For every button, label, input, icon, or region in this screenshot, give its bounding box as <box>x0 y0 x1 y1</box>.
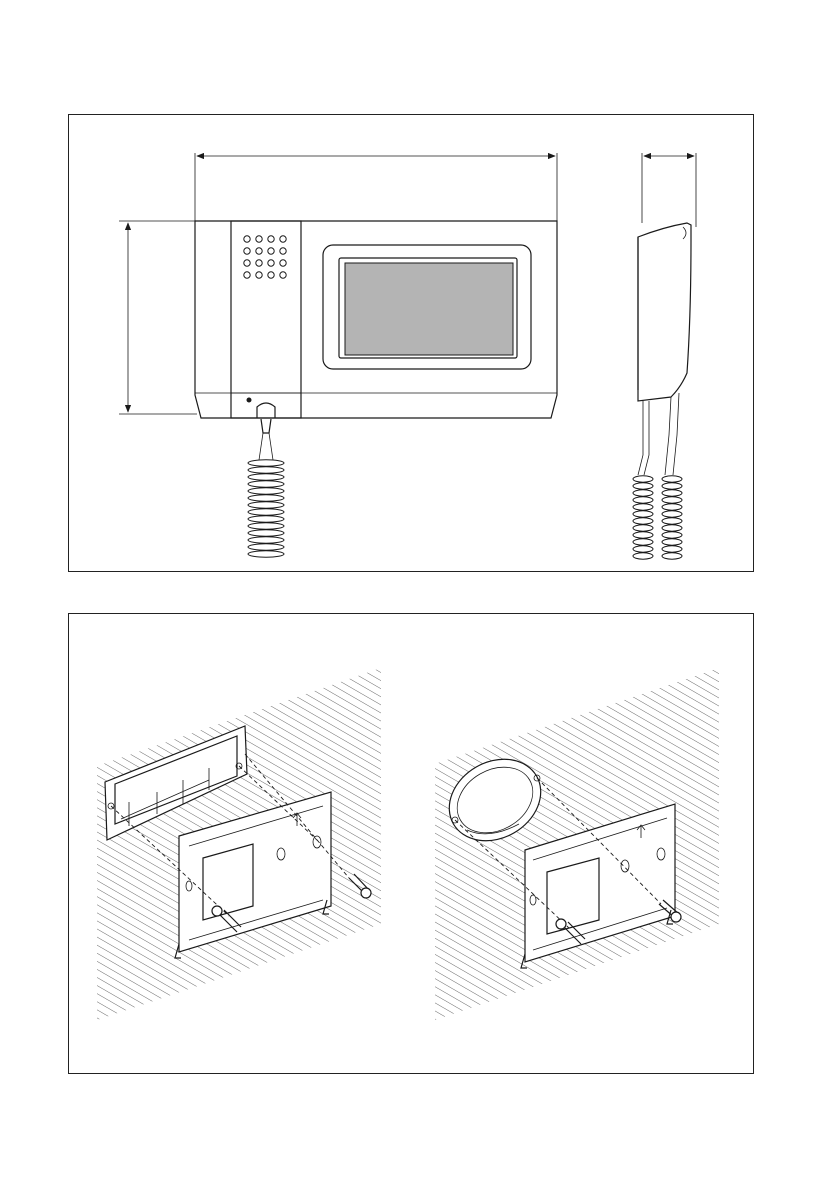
speaker-hole <box>280 272 286 278</box>
speaker-hole <box>268 248 274 254</box>
coil-loop <box>248 516 284 522</box>
coil-loop <box>662 504 682 510</box>
rectangular-box-scene <box>97 668 381 1020</box>
coil-loop <box>662 553 682 559</box>
coil-loop <box>633 511 653 517</box>
coil-loop <box>633 518 653 524</box>
coil-loop <box>248 495 284 501</box>
speaker-grille <box>244 236 286 278</box>
coil-loop <box>633 525 653 531</box>
height-dimension <box>119 221 197 414</box>
coil-loop <box>662 497 682 503</box>
coil-loop <box>633 532 653 538</box>
coiled-cord-right <box>662 476 682 559</box>
coil-loop <box>248 544 284 550</box>
speaker-hole <box>244 260 250 266</box>
coil-loop <box>662 525 682 531</box>
coil-loop <box>248 488 284 494</box>
speaker-hole <box>268 260 274 266</box>
coil-loop <box>662 518 682 524</box>
coil-loop <box>248 530 284 536</box>
coil-loop <box>633 497 653 503</box>
speaker-hole <box>268 236 274 242</box>
depth-dimension <box>642 153 696 227</box>
coiled-cord <box>248 460 284 557</box>
coil-loop <box>662 532 682 538</box>
speaker-hole <box>280 260 286 266</box>
coil-loop <box>662 539 682 545</box>
coiled-cord-left <box>633 476 653 559</box>
coil-loop <box>248 481 284 487</box>
speaker-hole <box>244 272 250 278</box>
coil-loop <box>662 546 682 552</box>
speaker-hole <box>280 236 286 242</box>
coil-loop <box>248 467 284 473</box>
speaker-hole <box>256 272 262 278</box>
coil-loop <box>633 504 653 510</box>
device-side-view <box>633 223 691 559</box>
device-front-view <box>195 221 557 557</box>
coil-loop <box>248 460 284 466</box>
coil-loop <box>633 546 653 552</box>
coil-loop <box>662 476 682 482</box>
coil-loop <box>248 523 284 529</box>
coil-loop <box>633 539 653 545</box>
handset <box>231 221 301 418</box>
device-dimensions-panel <box>68 114 754 572</box>
speaker-hole <box>256 236 262 242</box>
wall-mounting-drawing <box>69 614 753 1073</box>
coil-loop <box>248 509 284 515</box>
coil-loop <box>248 537 284 543</box>
coil-loop <box>248 502 284 508</box>
speaker-hole <box>268 272 274 278</box>
coil-loop <box>248 474 284 480</box>
speaker-hole <box>256 248 262 254</box>
speaker-hole <box>244 236 250 242</box>
round-box-scene <box>434 668 719 1020</box>
wall-mounting-panel <box>68 613 754 1074</box>
coil-loop <box>633 476 653 482</box>
coil-loop <box>662 483 682 489</box>
device-dimensions-drawing <box>69 115 753 571</box>
speaker-hole <box>280 248 286 254</box>
speaker-hole <box>256 260 262 266</box>
coil-loop <box>633 483 653 489</box>
coil-loop <box>248 551 284 557</box>
screen <box>345 263 513 355</box>
width-dimension <box>195 153 557 221</box>
speaker-hole <box>244 248 250 254</box>
coil-loop <box>662 511 682 517</box>
coil-loop <box>633 490 653 496</box>
coil-loop <box>633 553 653 559</box>
coil-loop <box>662 490 682 496</box>
led-indicator <box>247 398 252 403</box>
